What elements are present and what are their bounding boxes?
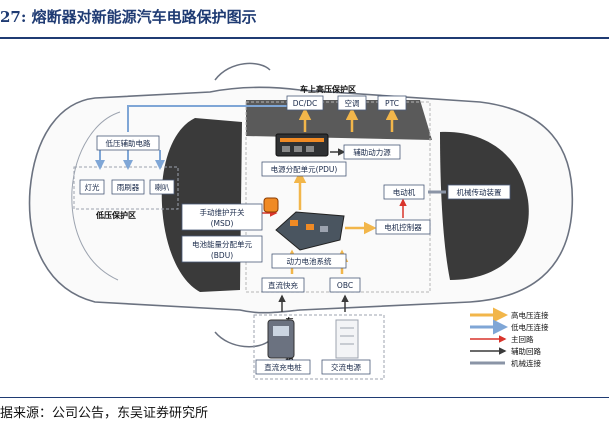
node-dc-pile: 直流充电桩 xyxy=(255,359,311,375)
figure-title: 27: 熔断器对新能源汽车电路保护图示 xyxy=(0,8,257,26)
node-ptc-label: PTC xyxy=(385,99,399,108)
node-aircon: 空调 xyxy=(337,95,367,111)
node-wiper-label: 雨刷器 xyxy=(117,183,140,192)
node-horn: 喇叭 xyxy=(149,179,175,195)
rear-window-shape xyxy=(440,131,529,280)
node-horn-label: 喇叭 xyxy=(155,182,170,192)
main-circuit xyxy=(262,198,407,218)
node-obc: OBC xyxy=(329,277,361,293)
footer-rule xyxy=(0,397,609,398)
node-battery: 动力电池系统 xyxy=(271,253,347,269)
node-bdu: 电池能量分配单元 (BDU) xyxy=(181,235,263,263)
legend: 高电压连接 低电压连接 主回路 辅助回路 机械连接 xyxy=(470,307,549,368)
node-transmission-label: 机械传动装置 xyxy=(457,187,502,197)
node-controller: 电机控制器 xyxy=(375,219,431,235)
low-voltage-zone-label: 低压保护区 xyxy=(95,210,136,220)
title-rule xyxy=(0,37,609,39)
node-msd-label-1: 手动维护开关 xyxy=(200,207,245,217)
node-bdu-label-1: 电池能量分配单元 xyxy=(192,239,252,249)
node-lv-aux: 低压辅助电路 xyxy=(96,135,160,151)
node-aircon-label: 空调 xyxy=(345,98,360,108)
node-lv-aux-label: 低压辅助电路 xyxy=(106,138,151,148)
node-aux-power: 辅助动力源 xyxy=(343,144,401,160)
node-light-label: 灯光 xyxy=(85,182,100,192)
aux-circuit xyxy=(278,148,349,312)
node-motor-label: 电动机 xyxy=(393,187,416,197)
lv-line-dcdc-aux xyxy=(127,105,290,132)
node-pdu: 电源分配单元(PDU) xyxy=(261,161,347,177)
node-battery-label: 动力电池系统 xyxy=(287,256,332,266)
node-msd: 手动维护开关 (MSD) xyxy=(181,203,263,231)
figure-source: 据来源：公司公告，东吴证券研究所 xyxy=(0,406,209,421)
node-dcdc: DC/DC xyxy=(286,95,324,111)
legend-label-main: 主回路 xyxy=(511,334,534,344)
node-ac-power-label: 交流电源 xyxy=(331,362,361,372)
fuse-protection-diagram: 车上高压保护区 低压保护区 车下高压保护区 DC/DC xyxy=(0,40,609,396)
node-msd-label-2: (MSD) xyxy=(211,219,234,228)
dc-pile-image xyxy=(267,319,295,359)
node-controller-label: 电机控制器 xyxy=(384,222,422,232)
legend-label-mech: 机械连接 xyxy=(511,358,541,368)
legend-label-hv: 高电压连接 xyxy=(511,310,549,320)
node-motor: 电动机 xyxy=(383,184,425,200)
pdu-unit-image xyxy=(275,133,329,157)
legend-label-aux: 辅助回路 xyxy=(511,346,541,356)
node-dc-charge: 直流快充 xyxy=(261,277,305,293)
node-aux-power-label: 辅助动力源 xyxy=(353,147,391,157)
node-obc-label: OBC xyxy=(337,281,353,290)
onboard-hv-zone-label: 车上高压保护区 xyxy=(300,84,356,94)
node-ptc: PTC xyxy=(377,95,407,111)
msd-switch-image xyxy=(263,197,279,213)
node-bdu-label-2: (BDU) xyxy=(211,251,233,260)
legend-label-lv: 低电压连接 xyxy=(511,322,549,332)
node-light: 灯光 xyxy=(79,179,105,195)
node-ac-power: 交流电源 xyxy=(321,359,371,375)
ac-power-image xyxy=(335,319,359,359)
offboard-hv-zone xyxy=(253,314,385,380)
node-wiper: 雨刷器 xyxy=(111,179,145,195)
node-dc-charge-label: 直流快充 xyxy=(268,280,298,290)
node-dc-pile-label: 直流充电桩 xyxy=(264,362,302,372)
node-transmission: 机械传动装置 xyxy=(447,184,511,200)
battery-pack-image xyxy=(275,211,345,251)
node-dcdc-label: DC/DC xyxy=(293,99,318,108)
node-pdu-label: 电源分配单元(PDU) xyxy=(271,164,338,174)
lv-connections xyxy=(95,105,290,170)
